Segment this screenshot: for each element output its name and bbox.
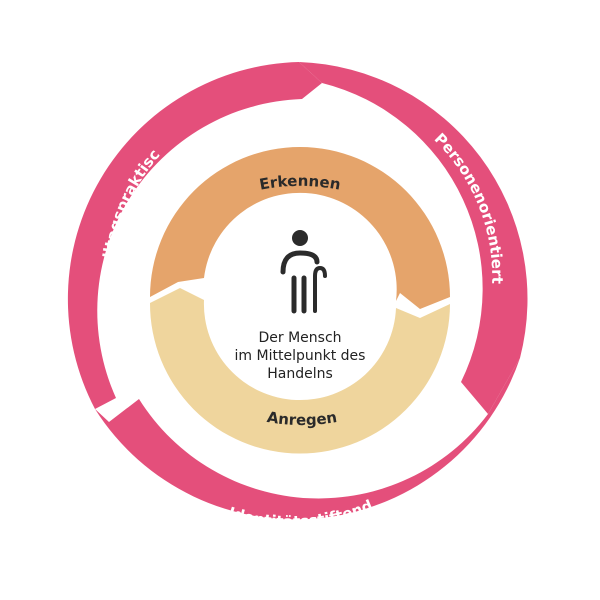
elderly-person-with-cane-icon xyxy=(280,230,327,314)
inner-label-bottom: Anregen xyxy=(266,408,338,429)
center-text-line-3: Handelns xyxy=(267,366,333,382)
inner-label-top: Erkennen xyxy=(258,172,342,194)
center-text-line-1: Der Mensch xyxy=(258,330,341,346)
outer-segment-left xyxy=(67,62,323,409)
center-text-line-2: im Mittelpunkt des xyxy=(235,348,366,364)
outer-segment-bottom xyxy=(95,358,520,520)
inner-segment-top xyxy=(150,147,450,309)
inner-segment-bottom xyxy=(149,288,451,454)
outer-segment-right xyxy=(299,62,528,414)
